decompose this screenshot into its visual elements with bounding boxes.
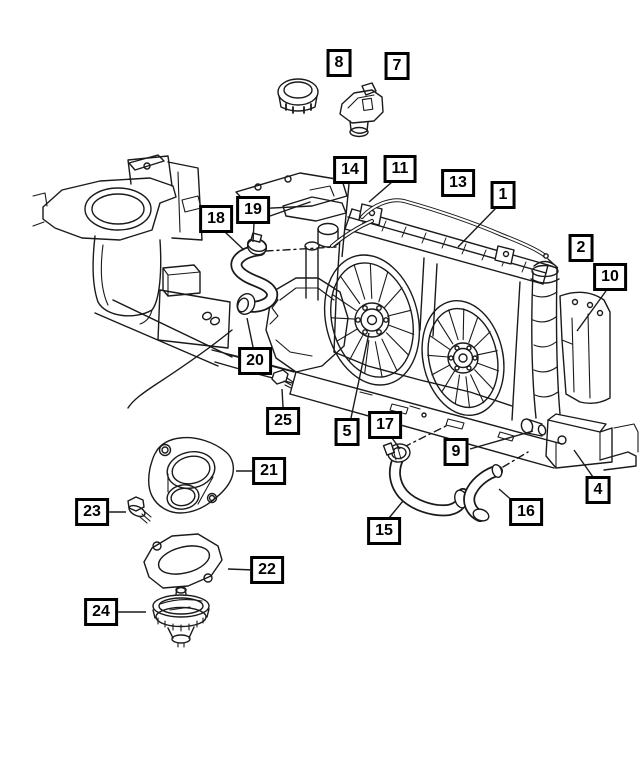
leader-lines — [106, 181, 607, 613]
lower-radiator-hose — [382, 425, 529, 522]
callout-21[interactable]: 21 — [252, 457, 286, 485]
leader-line-20 — [246, 317, 254, 348]
thermostat — [152, 586, 210, 648]
coolant-tube — [360, 198, 561, 271]
crossmember-bolt — [271, 369, 294, 389]
callout-25[interactable]: 25 — [266, 407, 300, 435]
callout-20[interactable]: 20 — [238, 347, 272, 375]
callout-18[interactable]: 18 — [199, 205, 233, 233]
thermostat-gasket — [143, 533, 223, 589]
lower-crossmember — [289, 371, 563, 469]
housing-bolt — [127, 496, 152, 524]
leader-line-1 — [457, 207, 497, 248]
leader-line-10 — [576, 290, 607, 332]
callout-13[interactable]: 13 — [441, 169, 475, 197]
callout-1[interactable]: 1 — [490, 181, 516, 209]
callout-22[interactable]: 22 — [250, 556, 284, 584]
callout-5[interactable]: 5 — [334, 418, 360, 446]
leader-line-19 — [252, 222, 255, 243]
leader-line-9 — [469, 430, 534, 450]
leader-line-18 — [224, 231, 245, 251]
upper-radiator-hose — [230, 232, 337, 315]
leader-line-15 — [388, 500, 404, 519]
callout-8[interactable]: 8 — [326, 49, 352, 77]
callout-9[interactable]: 9 — [443, 438, 469, 466]
callout-11[interactable]: 11 — [383, 155, 417, 183]
radiator-end-tank — [530, 260, 561, 419]
leader-line-14 — [341, 183, 350, 258]
callout-24[interactable]: 24 — [84, 598, 118, 626]
fan-module — [323, 254, 505, 417]
leader-line-17 — [391, 437, 401, 450]
lower-bracket — [545, 413, 639, 471]
leader-line-25 — [281, 388, 284, 408]
leader-line-4 — [573, 449, 594, 478]
callout-16[interactable]: 16 — [509, 498, 543, 526]
leader-line-22 — [227, 568, 255, 571]
side-bracket — [559, 291, 611, 405]
thermostat-housing — [147, 436, 235, 514]
callout-15[interactable]: 15 — [367, 517, 401, 545]
callout-4[interactable]: 4 — [585, 476, 611, 504]
engine-mount — [339, 82, 384, 138]
callout-14[interactable]: 14 — [333, 156, 367, 184]
callout-10[interactable]: 10 — [593, 263, 627, 291]
callout-19[interactable]: 19 — [236, 196, 270, 224]
callout-17[interactable]: 17 — [368, 411, 402, 439]
callout-7[interactable]: 7 — [384, 52, 410, 80]
leader-line-11 — [368, 181, 393, 203]
callout-23[interactable]: 23 — [75, 498, 109, 526]
exhaust-converter — [32, 154, 295, 409]
callout-2[interactable]: 2 — [568, 234, 594, 262]
pressure-cap — [277, 78, 319, 114]
leader-line-5 — [350, 332, 370, 419]
